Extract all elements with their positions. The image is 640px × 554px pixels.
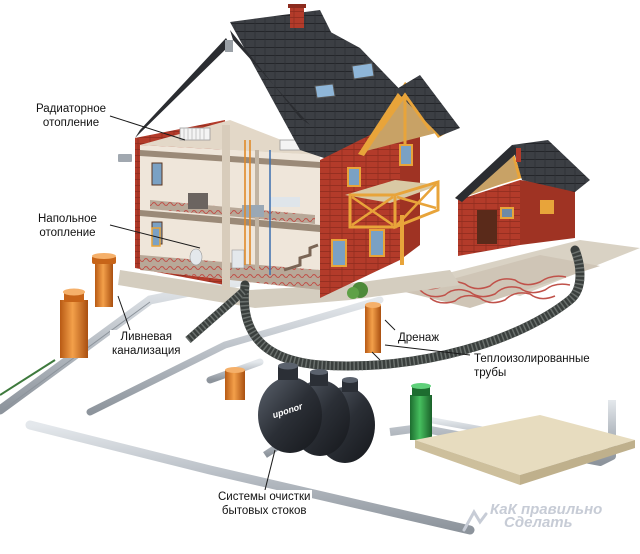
label-septic-systems: Системы очистки бытовых стоков [216, 490, 313, 518]
green-well [410, 383, 432, 440]
label-storm-line1: Ливневая [120, 331, 172, 343]
label-pipes-line1: Теплоизолированные [474, 353, 590, 365]
watermark-icon [462, 509, 488, 532]
garage-building [405, 140, 640, 308]
filtration-field [415, 415, 635, 485]
label-septic-line2: бытовых стоков [221, 505, 307, 517]
house-cutaway-interior [140, 120, 320, 290]
label-septic-line1: Системы очистки [218, 491, 311, 503]
main-house [118, 4, 460, 308]
label-pipes-line2: трубы [474, 367, 507, 379]
watermark: КаК правильно Сделать [490, 501, 603, 531]
balcony [345, 179, 440, 265]
watermark-line1: КаК правильно [490, 501, 603, 518]
label-radiator-line2: отопление [42, 117, 100, 129]
label-storm-sewer: Ливневая канализация [110, 330, 183, 358]
septic-tanks: uponor [258, 362, 375, 463]
storm-wells [60, 253, 381, 400]
label-storm-line2: канализация [112, 345, 181, 357]
label-floor-line2: отопление [39, 227, 96, 239]
insulated-pipe [185, 245, 585, 371]
label-drainage: Дренаж [396, 331, 442, 345]
label-floor-line1: Напольное [38, 213, 97, 225]
label-radiator-line1: Радиаторное [36, 103, 107, 115]
label-floor-heating: Напольное отопление [36, 212, 99, 240]
label-radiator-heating: Радиаторное отопление [34, 102, 109, 130]
watermark-line2: Сделать [504, 514, 573, 531]
label-insulated-pipes: Теплоизолированные трубы [472, 352, 592, 380]
leader-lines [109, 115, 471, 491]
label-drain-text: Дренаж [398, 332, 440, 344]
